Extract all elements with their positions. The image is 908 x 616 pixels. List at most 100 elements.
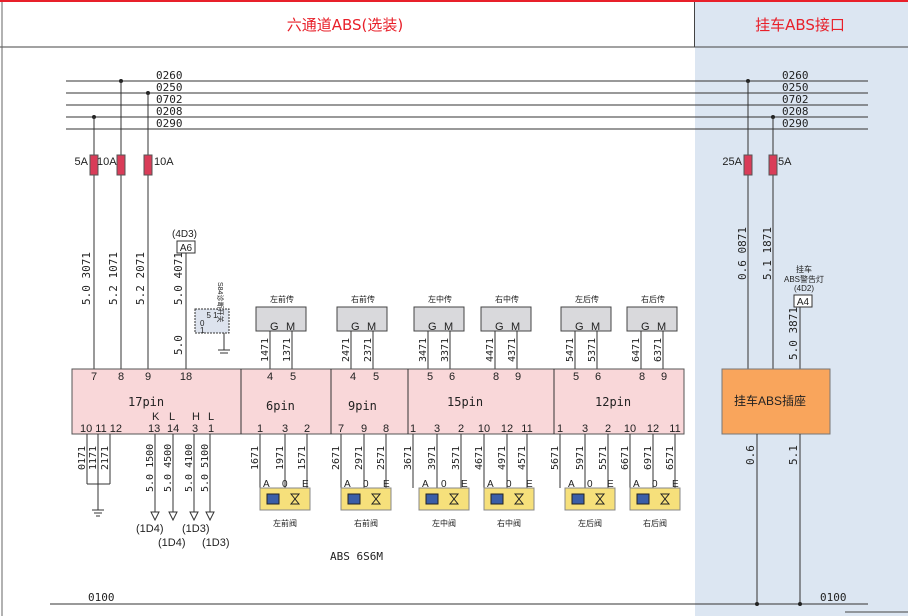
bus-label: 0260: [156, 69, 183, 82]
bus-label: 0260: [782, 69, 809, 82]
svg-text:0: 0: [441, 479, 447, 490]
ground-and-diag-wires: 0171 1171 2171 5.0 1500 5.0 4500 5.0 410…: [77, 434, 230, 549]
pin: 9: [661, 371, 667, 383]
valve-symbol-icon: [448, 493, 460, 505]
connector-9pin: 9pin: [348, 399, 377, 413]
svg-text:6971: 6971: [643, 446, 654, 470]
valve-symbol-icon: [289, 493, 301, 505]
pin: 3: [582, 423, 588, 435]
sensor-name: 左前传: [270, 294, 294, 304]
pin: 5: [573, 371, 579, 383]
fuse-rating: 5A: [778, 156, 792, 168]
wire-label: 5.1 1871: [761, 227, 774, 280]
pin: 3: [434, 423, 440, 435]
pin: 5: [290, 371, 296, 383]
svg-text:5.0 5100: 5.0 5100: [200, 444, 211, 492]
power-buses: 0260 0250 0702 0208 0290 0260 0250 0702 …: [66, 69, 868, 130]
sensor-icon: [560, 306, 612, 332]
solenoid-icon: [571, 493, 585, 505]
bus-label: 0208: [782, 105, 809, 118]
pin: 1: [257, 423, 263, 435]
solenoid-icon: [490, 493, 504, 505]
pin: 18: [180, 371, 192, 383]
svg-text:5.0 1500: 5.0 1500: [145, 444, 156, 492]
bus-label: 0290: [782, 117, 809, 130]
svg-text:6671: 6671: [620, 446, 631, 470]
trailer-socket: [721, 368, 831, 435]
svg-text:E: E: [461, 479, 468, 490]
svg-text:0.6: 0.6: [744, 445, 757, 465]
svg-text:E: E: [302, 479, 309, 490]
pin: 2: [304, 423, 310, 435]
solenoid-icon: [266, 493, 280, 505]
socket-label: 挂车ABS插座: [734, 393, 806, 408]
switch-pos: 1: [200, 326, 205, 335]
svg-text:G: G: [575, 321, 584, 333]
connector-6pin: 6pin: [266, 399, 295, 413]
solenoid-icon: [347, 493, 361, 505]
svg-text:2971: 2971: [354, 446, 365, 470]
wire-label: 5.0: [172, 335, 185, 355]
svg-text:4671: 4671: [474, 446, 485, 470]
pin: 11: [669, 423, 680, 435]
pin: 14: [167, 423, 179, 435]
sensor-icon: [255, 306, 307, 332]
svg-text:G: G: [495, 321, 504, 333]
module-name: ABS 6S6M: [330, 550, 383, 563]
svg-text:6471: 6471: [631, 338, 642, 362]
lamp-label: 挂车: [796, 264, 812, 274]
connector-15pin: 15pin: [447, 395, 483, 409]
svg-text:1371: 1371: [282, 338, 293, 362]
pin: 9: [361, 423, 367, 435]
pin: 8: [118, 371, 124, 383]
svg-text:2471: 2471: [341, 338, 352, 362]
pin: 11: [521, 423, 532, 435]
pin: 10: [478, 423, 490, 435]
sensor-name: 左中传: [428, 294, 452, 304]
svg-text:5.1: 5.1: [787, 445, 800, 465]
ground-label: 0100: [88, 591, 115, 604]
trailer-section-background: [695, 0, 908, 616]
bus-label: 0702: [156, 93, 183, 106]
supply-wire-labels: 5.0 3071 5.2 1071 5.2 2071 5.0 4071 5.0: [80, 252, 185, 355]
valve-symbol-icon: [513, 493, 525, 505]
fuse-icon: [89, 154, 99, 176]
svg-text:5671: 5671: [550, 446, 561, 470]
svg-text:E: E: [672, 479, 679, 490]
bus-label: 0208: [156, 105, 183, 118]
svg-text:A: A: [487, 479, 494, 490]
svg-text:3571: 3571: [451, 446, 462, 470]
svg-text:A: A: [263, 479, 270, 490]
svg-text:2571: 2571: [376, 446, 387, 470]
pin: 1: [208, 423, 214, 435]
sensor-name: 右前传: [351, 294, 375, 304]
pin: 6: [449, 371, 455, 383]
svg-text:0: 0: [363, 479, 369, 490]
svg-text:2671: 2671: [331, 446, 342, 470]
svg-text:0: 0: [587, 479, 593, 490]
sensor-icon: [336, 306, 388, 332]
bus-label: 0250: [156, 81, 183, 94]
solenoid-icon: [425, 493, 439, 505]
svg-text:1571: 1571: [297, 446, 308, 470]
svg-text:G: G: [351, 321, 360, 333]
trailer-abs: 0.6 0871 5.1 1871 挂车 ABS警告灯 (4D2) A4 5.0…: [721, 227, 831, 606]
a4-tag: [793, 294, 813, 308]
connector-12pin: 12pin: [595, 395, 631, 409]
valve-symbol-icon: [594, 493, 606, 505]
svg-text:E: E: [607, 479, 614, 490]
sensor-icon: [480, 306, 532, 332]
svg-text:3471: 3471: [418, 338, 429, 362]
svg-text:4371: 4371: [507, 338, 518, 362]
svg-text:1971: 1971: [275, 446, 286, 470]
fuses: 5A 10A 10A 25A 5A: [75, 81, 792, 369]
svg-text:G: G: [641, 321, 650, 333]
pin: 5: [427, 371, 433, 383]
valve-name: 右中阀: [497, 518, 521, 528]
svg-text:M: M: [367, 321, 376, 333]
pin: 10 11 12: [80, 423, 122, 435]
